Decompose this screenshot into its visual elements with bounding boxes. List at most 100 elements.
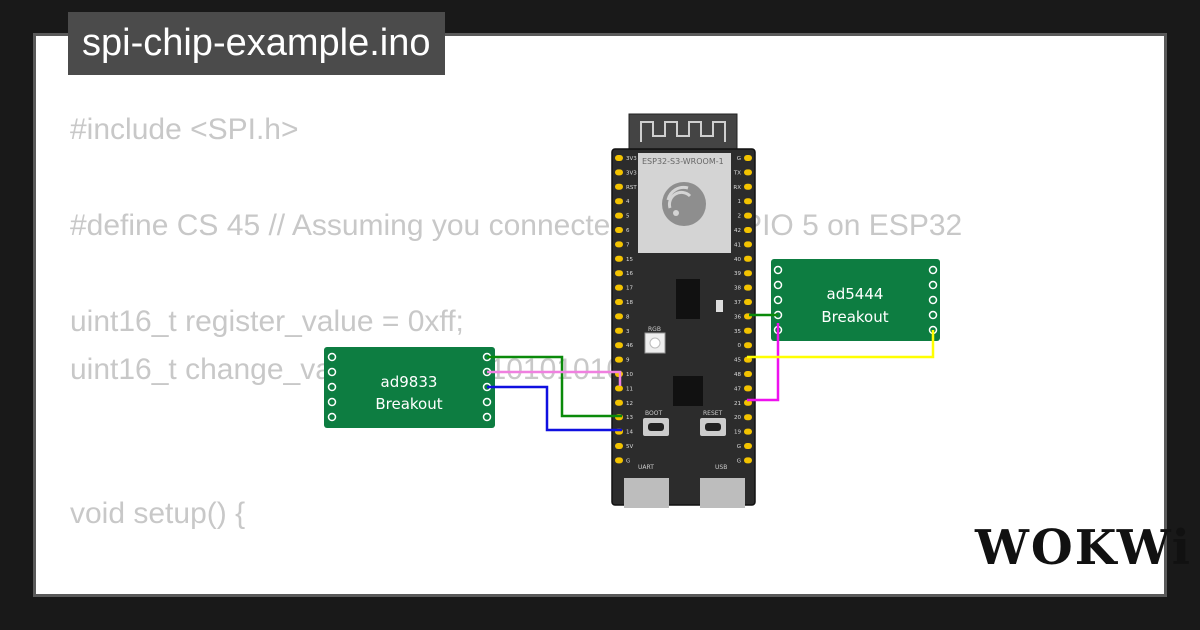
pin-pad[interactable]	[744, 443, 752, 449]
pin-label: 7	[626, 242, 630, 248]
pin-label: 1	[738, 199, 742, 205]
pin-pad[interactable]	[744, 227, 752, 233]
pin-label: 42	[734, 228, 741, 234]
pin-pad[interactable]	[615, 385, 623, 392]
pin-pad[interactable]	[615, 284, 623, 291]
pin-label: RST	[626, 185, 637, 191]
pin-label: G	[737, 444, 741, 450]
pin-pad[interactable]	[615, 457, 623, 464]
pin-pad[interactable]	[615, 198, 623, 205]
pin-pad[interactable]	[615, 313, 623, 320]
ad9833-left-pins	[327, 352, 337, 422]
pin-pad[interactable]	[615, 169, 623, 176]
wire-pink[interactable]	[487, 370, 622, 386]
pin-label: 5	[626, 214, 630, 220]
pin-pad[interactable]	[744, 342, 752, 349]
ad9833-breakout[interactable]: ad9833 Breakout	[324, 347, 495, 428]
pin-label: 10	[626, 372, 633, 378]
pin-label: 8	[626, 314, 630, 320]
pin-pad[interactable]	[744, 327, 752, 334]
pin-pad[interactable]	[744, 183, 752, 190]
pin-pad[interactable]	[744, 428, 752, 435]
pin-pad[interactable]	[615, 270, 623, 277]
pin-label: 13	[626, 415, 633, 421]
file-title: spi-chip-example.ino	[68, 12, 445, 75]
pin-label: 38	[734, 286, 741, 292]
code-line: uint16_t register_value = 0xff;	[70, 305, 464, 338]
pin-pad[interactable]	[744, 385, 752, 392]
pin-pad[interactable]	[615, 399, 623, 406]
pin-pad[interactable]	[744, 414, 752, 421]
pin-label: 3V3	[626, 170, 637, 176]
uart-label: UART	[638, 464, 654, 471]
pin-label: 21	[734, 401, 741, 407]
ad5444-breakout[interactable]: ad5444 Breakout	[771, 259, 940, 341]
pin-pad[interactable]	[744, 198, 752, 205]
pin-pad[interactable]	[615, 241, 623, 248]
pin-label: 2	[738, 214, 742, 220]
code-line: #include <SPI.h>	[70, 113, 299, 146]
pin-pad[interactable]	[744, 284, 752, 291]
pin-pad[interactable]	[615, 342, 623, 349]
pin-pad[interactable]	[615, 255, 623, 262]
uart-usb-port	[624, 478, 669, 508]
pin-pad[interactable]	[615, 299, 623, 305]
pin-pad[interactable]	[615, 356, 623, 363]
pin-label: 40	[734, 257, 741, 263]
pin-pad[interactable]	[744, 299, 752, 305]
pin-label: 46	[626, 343, 633, 349]
pin-pad[interactable]	[615, 327, 623, 334]
pin-pad[interactable]	[615, 227, 623, 233]
pin-label: 16	[626, 271, 633, 277]
wire-green-left[interactable]	[487, 355, 622, 418]
code-line: #define CS 45 // Assuming you connected …	[70, 209, 963, 242]
pin-pad[interactable]	[744, 371, 752, 377]
pin-pad[interactable]	[744, 169, 752, 176]
pin-pad[interactable]	[744, 212, 752, 219]
pin-label: TX	[733, 170, 741, 176]
pin-pad[interactable]	[744, 255, 752, 262]
reset-button[interactable]	[700, 418, 726, 436]
ad5444-sub: Breakout	[821, 308, 888, 326]
pin-pad[interactable]	[615, 155, 623, 161]
pin-label: 5V	[626, 444, 633, 450]
boot-label: BOOT	[645, 410, 662, 417]
pin-label: 12	[626, 401, 633, 407]
module-label: ESP32-S3-WROOM-1	[642, 157, 724, 166]
pin-label: 3V3	[626, 156, 637, 162]
wire-yellow[interactable]	[747, 330, 935, 359]
antenna	[628, 113, 738, 153]
usb-label: USB	[715, 464, 727, 471]
wokwi-logo: WOKWi	[975, 520, 1193, 576]
pin-pad[interactable]	[744, 241, 752, 248]
pin-pad[interactable]	[615, 183, 623, 190]
usb-port	[700, 478, 745, 508]
pin-label: 20	[734, 415, 741, 421]
pin-label: 9	[626, 358, 630, 364]
pin-label: 48	[734, 372, 741, 378]
pin-pad[interactable]	[744, 399, 752, 406]
espressif-logo-icon	[662, 182, 706, 226]
pin-pad[interactable]	[744, 155, 752, 161]
code-line: void setup() {	[70, 497, 246, 530]
wire-blue[interactable]	[487, 385, 622, 432]
pin-pad[interactable]	[615, 443, 623, 449]
pin-label: 0	[738, 343, 742, 349]
pin-pad[interactable]	[744, 270, 752, 277]
code-line: Serial.begin(115200);	[70, 586, 962, 594]
ad9833-name: ad9833	[381, 373, 438, 391]
pin-label: 18	[626, 300, 633, 306]
pin-label: 45	[734, 358, 741, 364]
pin-label: 39	[734, 271, 741, 277]
pin-label: 6	[626, 228, 630, 234]
simulator-canvas[interactable]: #include <SPI.h> #define CS 45 // Assumin…	[33, 33, 1167, 597]
pin-pad[interactable]	[615, 212, 623, 219]
pin-pad[interactable]	[744, 457, 752, 464]
pin-label: 17	[626, 286, 633, 292]
pin-label: RX	[733, 185, 741, 191]
wire-magenta[interactable]	[747, 323, 780, 402]
boot-button[interactable]	[643, 418, 669, 436]
esp32-s3-board[interactable]: ESP32-S3-WROOM-1 RGB BOOT RESET UART USB…	[611, 148, 756, 508]
